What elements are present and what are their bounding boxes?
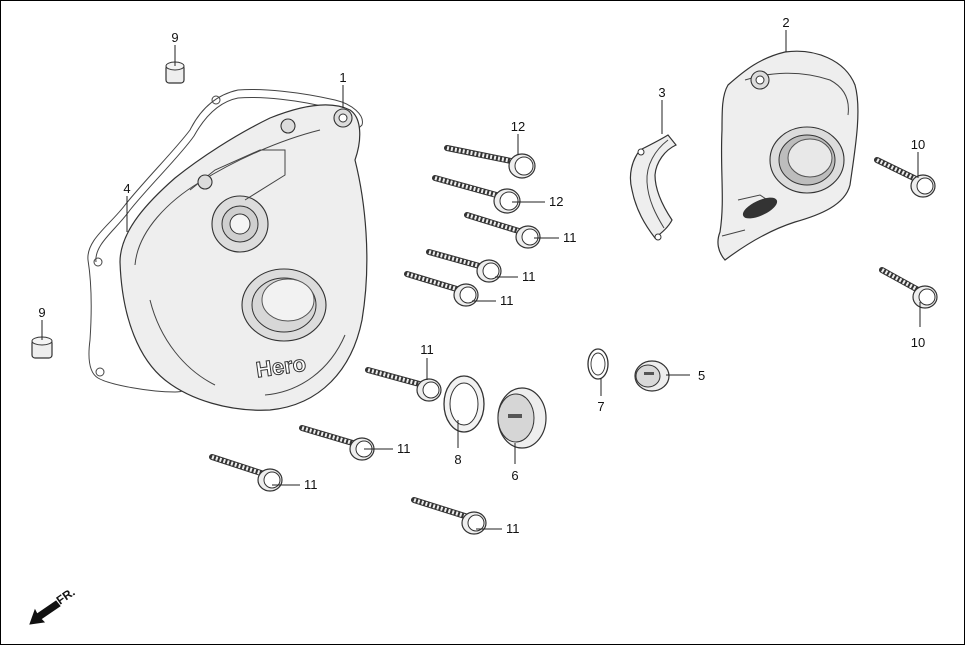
callout-7: 7 xyxy=(597,399,604,414)
callout-12-lower: 12 xyxy=(549,194,563,209)
callout-10-upper: 10 xyxy=(911,137,925,152)
callout-11-e: 11 xyxy=(397,441,411,456)
callout-11-a: 11 xyxy=(563,230,577,245)
callout-11-g: 11 xyxy=(506,521,520,536)
front-arrow-icon xyxy=(29,600,61,625)
chain-guard-part-3 xyxy=(629,134,677,241)
bolt-part-11-b xyxy=(426,249,502,283)
hero-logo: Hero xyxy=(254,351,307,383)
callout-9-left: 9 xyxy=(38,305,45,320)
callout-2: 2 xyxy=(782,15,789,30)
timing-hole-cap-part-5 xyxy=(634,360,670,392)
dowel-pin-part-9-left xyxy=(31,336,53,359)
bolt-part-11-c xyxy=(404,271,479,307)
callout-11-b: 11 xyxy=(522,269,536,284)
o-ring-part-7 xyxy=(587,348,609,380)
callout-11-c: 11 xyxy=(500,293,514,308)
callout-6: 6 xyxy=(511,468,518,483)
callout-labels: 1 2 3 4 5 6 7 8 9 9 10 10 11 11 11 11 11… xyxy=(38,15,925,536)
bolt-part-11-d xyxy=(365,367,442,402)
bolt-part-11-a xyxy=(464,212,541,249)
callout-4: 4 xyxy=(123,181,130,196)
sprocket-cover-part-2 xyxy=(717,50,859,261)
callout-1: 1 xyxy=(339,70,346,85)
bolt-part-11-g xyxy=(411,497,487,535)
callout-9-top: 9 xyxy=(171,30,178,45)
crank-hole-cap-part-6 xyxy=(497,387,547,449)
callout-12-upper: 12 xyxy=(511,119,525,134)
callout-3: 3 xyxy=(658,85,665,100)
bolt-part-12-upper xyxy=(444,145,536,179)
bolt-part-10-upper xyxy=(874,157,936,198)
bolt-part-11-f xyxy=(209,454,283,492)
bolt-part-11-e xyxy=(299,425,375,461)
bolt-part-12-lower xyxy=(432,175,521,214)
callout-10-lower: 10 xyxy=(911,335,925,350)
callout-11-f: 11 xyxy=(304,477,318,492)
bolt-part-10-lower xyxy=(879,267,938,309)
leader-lines xyxy=(41,30,921,530)
gasket-ring-part-8 xyxy=(443,375,485,433)
callout-8: 8 xyxy=(454,452,461,467)
callout-11-d: 11 xyxy=(420,342,434,357)
front-direction-indicator: FR. xyxy=(29,585,78,625)
left-crankcase-cover-part-1: Hero xyxy=(119,104,368,411)
callout-5: 5 xyxy=(698,368,705,383)
